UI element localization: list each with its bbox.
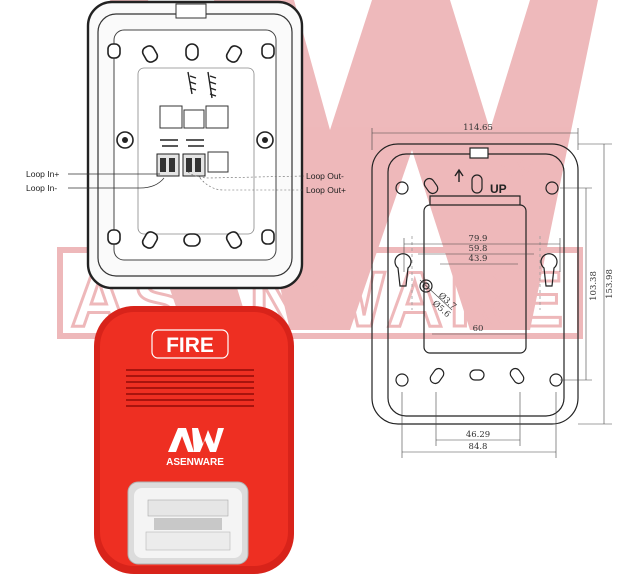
strobe-lens bbox=[127, 481, 249, 565]
dim-width-43: 43.9 bbox=[469, 254, 488, 264]
terminal-block bbox=[156, 153, 206, 177]
label-loop-in-plus: Loop In+ bbox=[26, 169, 59, 179]
sounder-strobe-device: FIRE ASENWARE bbox=[94, 306, 294, 574]
dim-width-46: 46.29 bbox=[466, 430, 490, 440]
wiring-callouts: Loop In+ Loop In- Loop Out- Loop Out+ bbox=[26, 169, 346, 195]
label-loop-out-plus: Loop Out+ bbox=[306, 185, 346, 195]
dim-width-79: 79.9 bbox=[469, 234, 488, 244]
up-label: UP bbox=[490, 182, 507, 196]
label-loop-out-minus: Loop Out- bbox=[306, 171, 344, 181]
label-loop-in-minus: Loop In- bbox=[26, 183, 57, 193]
dim-width-overall: 114.65 bbox=[463, 123, 493, 133]
dim-width-59: 59.8 bbox=[469, 244, 488, 254]
dim-width-60: 60 bbox=[473, 324, 484, 334]
dim-height-153: 153.98 bbox=[605, 269, 615, 299]
fire-label: FIRE bbox=[166, 334, 214, 357]
device-logo: ASENWARE bbox=[166, 428, 224, 468]
watermark-band bbox=[57, 247, 583, 339]
dim-width-84: 84.8 bbox=[469, 442, 488, 452]
device-brand: ASENWARE bbox=[166, 457, 224, 468]
speaker-grille bbox=[126, 369, 254, 407]
dim-height-103: 103.38 bbox=[589, 271, 599, 301]
watermark-registered: ® bbox=[500, 134, 534, 186]
dimension-lines bbox=[371, 128, 612, 458]
back-plate-photo bbox=[86, 0, 304, 290]
dimension-drawing bbox=[371, 143, 579, 425]
fire-label-box bbox=[151, 329, 229, 359]
